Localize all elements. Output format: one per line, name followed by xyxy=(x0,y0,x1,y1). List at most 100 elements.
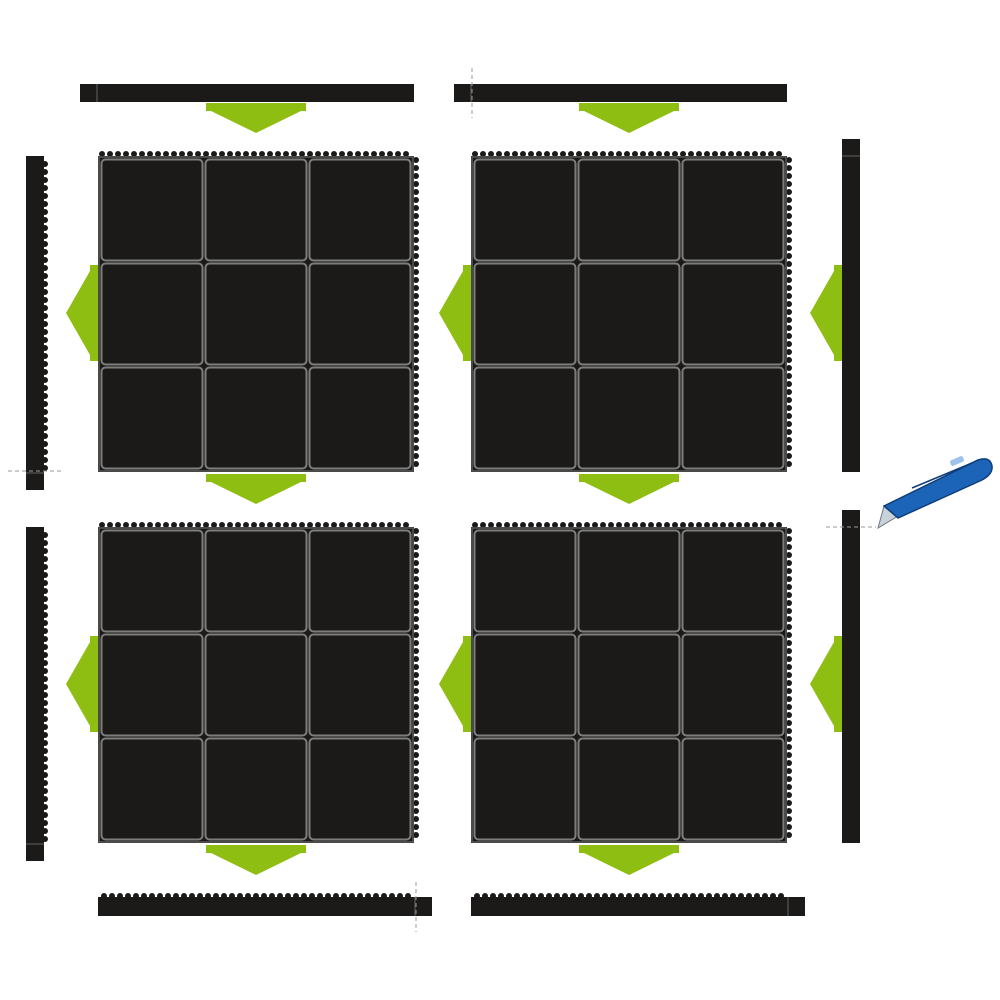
tile-tooth-top xyxy=(648,151,654,157)
tile-tooth-right xyxy=(413,461,419,467)
tile-tooth-top xyxy=(315,151,321,157)
tile-outline xyxy=(98,527,414,843)
tile-tooth-right xyxy=(413,453,419,459)
arrow-left-row2-mid xyxy=(439,636,471,732)
tile-tooth-right xyxy=(413,816,419,822)
edge-strip-bottom-left xyxy=(98,893,432,916)
tile-tooth-top xyxy=(672,522,678,528)
tile-tooth-top xyxy=(664,151,670,157)
strip-body xyxy=(98,897,432,916)
tile-tooth-right xyxy=(413,616,419,622)
tile-tooth-top xyxy=(259,522,265,528)
tile-tooth-right xyxy=(413,592,419,598)
edge-strip-right-bottom xyxy=(842,510,860,843)
tile-tooth-right xyxy=(786,720,792,726)
tile-tooth-top xyxy=(672,151,678,157)
tile-tooth-top xyxy=(760,151,766,157)
tile-cell xyxy=(100,366,204,470)
tile-tooth-right xyxy=(413,285,419,291)
tile-tooth-top xyxy=(243,522,249,528)
tile-tooth-right xyxy=(413,229,419,235)
tile-cell xyxy=(100,633,204,737)
tile-tooth-top xyxy=(179,151,185,157)
tile-tooth-top xyxy=(512,522,518,528)
tile-tooth-right xyxy=(413,760,419,766)
tile-tooth-top xyxy=(243,151,249,157)
tile-tooth-right xyxy=(413,357,419,363)
strip-body xyxy=(454,84,787,102)
tile-tooth-top xyxy=(347,522,353,528)
tile-tooth-right xyxy=(786,373,792,379)
tile-tooth-right xyxy=(413,437,419,443)
tile-tooth-right xyxy=(786,325,792,331)
tile-tooth-top xyxy=(624,151,630,157)
tile-tooth-right xyxy=(413,213,419,219)
tile-tooth-right xyxy=(413,680,419,686)
tile-tooth-top xyxy=(307,151,313,157)
tile-tooth-right xyxy=(413,648,419,654)
tile-cell xyxy=(308,158,412,262)
tile-tooth-right xyxy=(413,784,419,790)
tile-tooth-right xyxy=(413,696,419,702)
tile-tooth-right xyxy=(413,253,419,259)
tile-tooth-top xyxy=(712,151,718,157)
tile-tooth-top xyxy=(235,151,241,157)
tile-tooth-right xyxy=(413,576,419,582)
tile-tooth-top xyxy=(259,151,265,157)
arrow-down-bottom-right xyxy=(579,845,679,875)
tile-tooth-right xyxy=(786,656,792,662)
tile-tooth-right xyxy=(413,205,419,211)
tile-cell xyxy=(577,529,681,633)
tile-tooth-top xyxy=(403,522,409,528)
tile-tooth-right xyxy=(786,213,792,219)
tile-tooth-right xyxy=(413,536,419,542)
tile-tooth-top xyxy=(688,522,694,528)
tile-tooth-top xyxy=(339,522,345,528)
cut-guide-lines xyxy=(8,68,876,932)
tile-tooth-top xyxy=(267,522,273,528)
tile-tooth-right xyxy=(413,728,419,734)
tile-tooth-top xyxy=(680,151,686,157)
tile-tooth-top xyxy=(584,522,590,528)
tile-tooth-top xyxy=(203,151,209,157)
strip-body xyxy=(842,510,860,843)
tile-tooth-top xyxy=(728,151,734,157)
tile-tooth-right xyxy=(413,341,419,347)
tile-tooth-top xyxy=(163,522,169,528)
tile-tooth-top xyxy=(472,522,478,528)
tile-tooth-top xyxy=(744,151,750,157)
tile-tooth-right xyxy=(786,453,792,459)
tile-tooth-top xyxy=(99,522,105,528)
tile-tooth-right xyxy=(786,704,792,710)
tile-tooth-right xyxy=(413,237,419,243)
arrow-down-shape xyxy=(206,103,306,133)
tile-tooth-right xyxy=(413,445,419,451)
tile-tooth-top xyxy=(139,522,145,528)
tile-tooth-right xyxy=(413,325,419,331)
strip-body xyxy=(80,84,414,102)
tile-tooth-top xyxy=(632,522,638,528)
arrow-down-top-right xyxy=(579,103,679,133)
tile-cell xyxy=(204,737,308,841)
tile-body xyxy=(471,156,787,472)
tile-tooth-top xyxy=(203,522,209,528)
tile-cell xyxy=(204,633,308,737)
edge-strip-right-top xyxy=(842,139,860,472)
tile-tooth-right xyxy=(786,333,792,339)
tile-cell xyxy=(308,262,412,366)
tile-tooth-top xyxy=(291,522,297,528)
tile-tooth-top xyxy=(712,522,718,528)
arrow-down-shape xyxy=(579,845,679,875)
tile-tooth-top xyxy=(592,151,598,157)
tile-tooth-right xyxy=(413,640,419,646)
tile-tooth-right xyxy=(786,664,792,670)
tile-tooth-right xyxy=(413,552,419,558)
tile-tooth-top xyxy=(99,151,105,157)
tile-body xyxy=(471,527,787,843)
tile-cell xyxy=(473,262,577,366)
tile-tooth-right xyxy=(786,397,792,403)
tile-tooth-top xyxy=(379,522,385,528)
tile-tooth-top xyxy=(776,522,782,528)
tile-tooth-top xyxy=(299,151,305,157)
tile-tooth-top xyxy=(195,522,201,528)
